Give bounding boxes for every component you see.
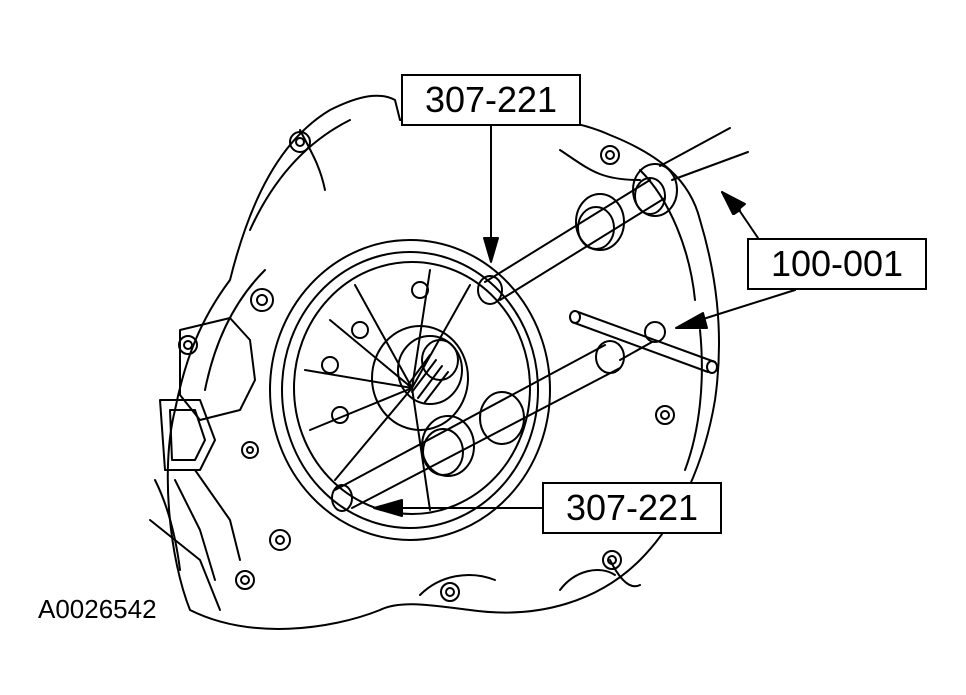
figure-id: A0026542: [38, 594, 157, 624]
mounting-bosses: [235, 131, 675, 602]
upper-puller-rod: [477, 127, 749, 305]
callout-leaders: [373, 125, 796, 517]
callout-label-100-001: 100-001: [747, 238, 927, 290]
clutch-drum-outer: [269, 239, 551, 541]
callout-label-307-221-upper: 307-221: [401, 74, 581, 126]
callout-label-307-221-lower: 307-221: [542, 482, 722, 534]
input-shaft-hub: [371, 325, 469, 431]
t-handle-tool: [569, 310, 718, 374]
side-bracket: [179, 317, 256, 421]
